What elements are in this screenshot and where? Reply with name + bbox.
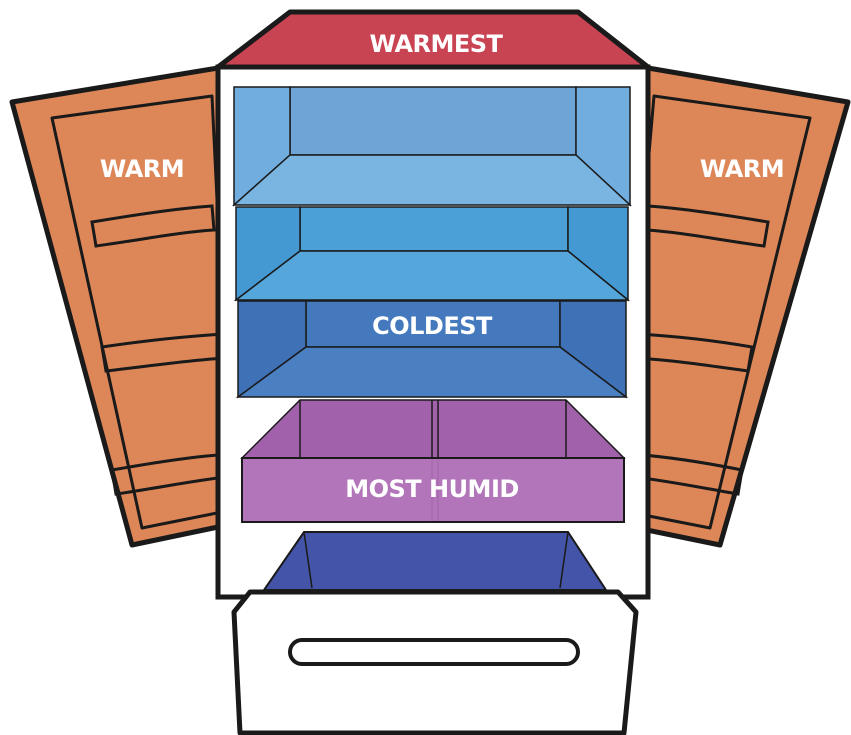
top-shelf-back <box>290 87 576 155</box>
top-shelf-floor <box>234 155 630 205</box>
interior-shelves: COLDEST <box>234 87 630 397</box>
coldest-shelf-floor <box>238 347 626 397</box>
second-shelf-back <box>300 207 568 251</box>
left-door-label: WARM <box>100 155 184 183</box>
left-door-panel <box>12 68 242 545</box>
second-shelf-floor <box>236 251 628 300</box>
right-door-label: WARM <box>700 155 784 183</box>
freezer-drawer <box>234 532 636 733</box>
warmest-zone: WARMEST <box>218 12 648 67</box>
crisper-drawer: MOST HUMID <box>242 400 624 522</box>
freezer-handle <box>290 640 578 664</box>
warmest-label: WARMEST <box>370 30 504 58</box>
left-door: WARM <box>12 68 242 545</box>
coldest-label: COLDEST <box>372 312 493 340</box>
most-humid-label: MOST HUMID <box>345 475 519 503</box>
freezer-drawer-interior <box>264 532 606 590</box>
